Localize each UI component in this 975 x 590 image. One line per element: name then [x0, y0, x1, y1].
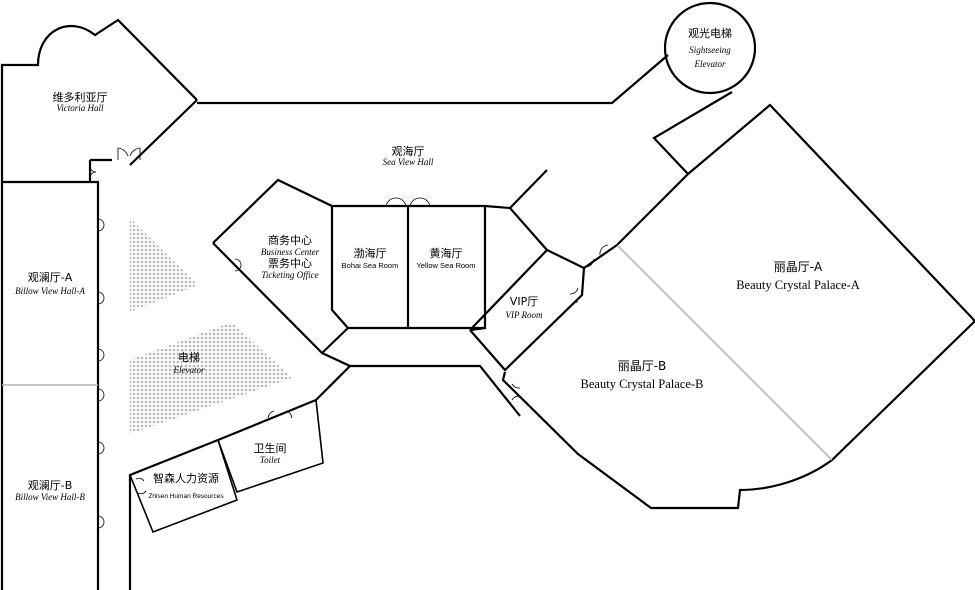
- victoria-hall-inner-wall: [88, 99, 198, 182]
- door-billow-a-lower[interactable]: [97, 348, 105, 362]
- crystal-palace-b-en: Beauty Crystal Palace-B: [581, 377, 704, 391]
- east-connector-wall: [616, 91, 733, 246]
- yellow-room-cn: 黄海厅: [430, 246, 463, 260]
- bohai-room-en: Bohai Sea Room: [342, 261, 399, 270]
- vip-room-en: VIP Room: [505, 310, 543, 320]
- door-billow-b-lower[interactable]: [97, 515, 105, 529]
- crystal-palace-divider: [616, 244, 833, 461]
- vip-room-cn: VIP厅: [510, 295, 538, 308]
- south-corridor-wall: [321, 352, 521, 417]
- door-business-center[interactable]: [234, 258, 242, 272]
- door-victoria[interactable]: [117, 147, 141, 160]
- door-victoria-west[interactable]: [89, 165, 97, 179]
- sea-view-hall-cn: 观海厅: [392, 144, 425, 158]
- door-billow-b-mid[interactable]: [97, 441, 105, 455]
- zhisen-hr-en: Zhisen Human Resources: [148, 493, 224, 500]
- crystal-palace-west-wall: [583, 244, 618, 269]
- sightseeing-elevator-en1: Sightseeing: [689, 45, 731, 55]
- toilet-en: Toilet: [260, 455, 281, 465]
- zhisen-hr-cn: 智森人力资源: [153, 471, 219, 485]
- door-zhisen-hr[interactable]: [135, 477, 147, 495]
- door-billow-a-mid[interactable]: [97, 291, 105, 305]
- toilet-wall: [217, 399, 324, 494]
- toilet-cn: 卫生间: [254, 441, 287, 455]
- crystal-palace-b-cn: 丽晶厅-B: [618, 359, 667, 373]
- elevator-hatch-upper: [130, 218, 198, 312]
- sea-view-hall-wall: [509, 169, 548, 209]
- elevator-hatch-lower: [130, 322, 292, 434]
- door-vip-room[interactable]: [569, 287, 579, 309]
- business-center-wall: [212, 178, 548, 355]
- victoria-hall-en: Victoria Hall: [56, 103, 104, 113]
- sightseeing-elevator-en2: Elevator: [694, 59, 726, 69]
- door-billow-b-upper[interactable]: [97, 388, 105, 402]
- yellow-room-en: Yellow Sea Room: [417, 261, 476, 270]
- billow-a-en: Billow View Hall-A: [15, 286, 85, 296]
- ticketing-office-cn: 票务中心: [268, 257, 312, 270]
- billow-b-en: Billow View Hall-B: [15, 492, 85, 502]
- door-sea-view-halls[interactable]: [385, 197, 431, 207]
- door-crystal-palace-b[interactable]: [511, 383, 521, 401]
- elevator-en: Elevator: [173, 365, 205, 375]
- sightseeing-elevator-shaft: [663, 1, 757, 95]
- billow-view-hall-wall: [0, 180, 100, 590]
- sea-view-hall-en: Sea View Hall: [383, 157, 434, 167]
- ticketing-office-en: Ticketing Office: [261, 270, 318, 280]
- door-crystal-palace[interactable]: [585, 244, 609, 268]
- billow-b-cn: 观澜厅-B: [28, 478, 73, 492]
- business-center-cn: 商务中心: [268, 233, 312, 247]
- vip-room-wall: [469, 248, 586, 372]
- sightseeing-elevator-cn: 观光电梯: [688, 26, 732, 40]
- victoria-hall-cn: 维多利亚厅: [53, 90, 108, 104]
- elevator-cn: 电梯: [178, 351, 200, 364]
- door-billow-a-upper[interactable]: [97, 218, 105, 232]
- door-toilet[interactable]: [267, 410, 293, 419]
- crystal-palace-a-en: Beauty Crystal Palace-A: [736, 278, 860, 292]
- crystal-palace-a-cn: 丽晶厅-A: [774, 260, 823, 274]
- victoria-hall-wall: [0, 18, 198, 182]
- north-corridor-wall: [197, 54, 669, 105]
- crystal-palace-outer-wall: [501, 103, 975, 510]
- billow-a-cn: 观澜厅-A: [28, 270, 73, 284]
- bohai-room-cn: 渤海厅: [354, 246, 387, 260]
- zhisen-hr-wall: [129, 439, 238, 534]
- business-center-en: Business Center: [261, 247, 320, 257]
